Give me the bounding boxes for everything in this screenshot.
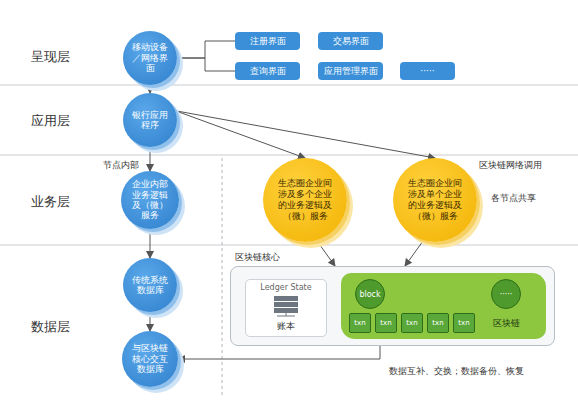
node-text: txn (354, 319, 365, 327)
note-label: 区块链网络调用 (478, 159, 543, 172)
service-circle: 生态圈企业间涉及多个企业的业务逻辑及（微）服务 (263, 158, 347, 242)
ui-box: 交易界面 (318, 32, 383, 50)
node-text: 银行应用程序 (130, 110, 170, 131)
node-text: 注册界面 (250, 35, 286, 48)
node-text: 移动设备／网络界面 (130, 42, 170, 73)
ui-box: 查询界面 (235, 62, 300, 80)
connector (405, 241, 423, 266)
node-text: ····· (420, 66, 434, 76)
connector (178, 346, 380, 359)
txn-square: txn (453, 313, 475, 333)
layer-label: 应用层 (30, 112, 71, 130)
node-text: txn (458, 319, 469, 327)
edge-label: 数据互补、交换；数据备份、恢复 (388, 365, 525, 378)
service-circle: 生态圈企业间涉及单个企业的业务逻辑及（微）服务 (393, 158, 477, 242)
connector (150, 229, 151, 258)
node-text: 区块链核心 (235, 251, 280, 264)
connector (317, 241, 335, 266)
ui-box: 注册界面 (235, 32, 300, 50)
node-text: 区块链 (493, 317, 520, 330)
connector (150, 85, 151, 93)
node-text: 交易界面 (333, 35, 369, 48)
block-circle: block (355, 279, 385, 309)
ui-box: 应用管理界面 (318, 62, 383, 80)
ui-box: ····· (400, 62, 455, 80)
note-label: 各节点共享 (490, 192, 537, 205)
node-text: txn (380, 319, 391, 327)
circle-node: 传统系统数据库 (123, 258, 177, 312)
node-text: 账本 (277, 320, 295, 333)
blockchain-core-region: 区块链核心Ledger State账本区块链block·····txntxntx… (230, 266, 555, 346)
ledger-box: Ledger State 账本 (245, 279, 327, 337)
connector (177, 58, 235, 71)
layer-label: 业务层 (30, 193, 71, 211)
circle-node: 移动设备／网络界面 (123, 31, 177, 85)
node-text: 与区块链核心交互数据库 (129, 343, 171, 374)
node-text: ····· (500, 290, 513, 299)
circle-node: 银行应用程序 (123, 93, 177, 147)
node-text: 应用管理界面 (324, 65, 378, 78)
node-text: 企业内部业务逻辑及（微）服务 (128, 179, 172, 220)
node-text: 传统系统数据库 (130, 275, 170, 296)
layer-divider (0, 245, 578, 246)
txn-square: txn (401, 313, 423, 333)
connector (175, 111, 305, 158)
layer-label: 呈现层 (30, 48, 71, 66)
txn-square: txn (349, 313, 371, 333)
node-text: 查询界面 (250, 65, 286, 78)
node-text: txn (406, 319, 417, 327)
note-label: 节点内部 (102, 159, 140, 172)
block-circle: ····· (491, 279, 521, 309)
blockchain-band: 区块链 block ····· txn txn txn txn txn (341, 273, 546, 339)
node-text: 生态圈企业间涉及单个企业的业务逻辑及（微）服务 (405, 178, 465, 221)
node-text: 生态圈企业间涉及多个企业的业务逻辑及（微）服务 (275, 178, 335, 221)
server-icon (271, 295, 301, 317)
node-text: Ledger State (260, 283, 311, 292)
connector (177, 41, 235, 58)
node-text: txn (432, 319, 443, 327)
layer-divider (0, 85, 578, 86)
connector (175, 111, 435, 158)
layer-label: 数据层 (30, 318, 71, 336)
connector (150, 147, 151, 171)
layer-divider (0, 155, 578, 156)
txn-square: txn (375, 313, 397, 333)
txn-square: txn (427, 313, 449, 333)
connector (150, 312, 151, 331)
circle-node: 与区块链核心交互数据库 (122, 331, 178, 387)
node-text: block (359, 290, 380, 299)
circle-node: 企业内部业务逻辑及（微）服务 (121, 171, 179, 229)
